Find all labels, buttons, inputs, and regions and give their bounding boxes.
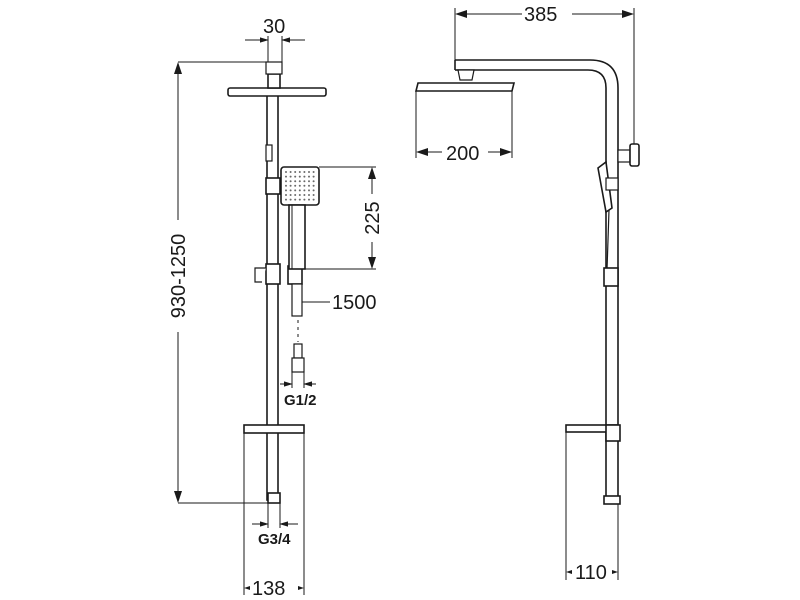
dim-hose-length: 1500 — [302, 292, 377, 314]
dim-inlet-thread: G3/4 — [252, 503, 298, 548]
nozzle-dot — [312, 198, 315, 201]
nozzle-dot — [285, 184, 287, 187]
nozzle-dot — [312, 189, 315, 192]
front-hose-nut-bottom — [293, 343, 303, 359]
side-shower-head — [414, 82, 516, 92]
label-inlet-thread: G3/4 — [258, 531, 291, 548]
nozzle-dot — [312, 194, 315, 196]
dim-hand-shower-height: 225 — [305, 166, 384, 270]
side-knob-stem — [617, 149, 631, 163]
label-top-width: 30 — [263, 16, 285, 38]
nozzle-dot — [303, 171, 306, 173]
side-view — [414, 59, 640, 505]
nozzle-dot — [308, 171, 310, 173]
front-diverter-holder — [265, 263, 281, 285]
nozzle-dot — [303, 189, 306, 192]
nozzle-dot — [298, 175, 301, 178]
nozzle-dot — [308, 198, 310, 201]
dim-total-height: 930-1250 — [166, 61, 268, 504]
label-hose-thread: G1/2 — [284, 392, 317, 409]
dim-head-diameter: 200 — [415, 91, 513, 165]
front-top-nut — [265, 61, 283, 75]
nozzle-dot — [294, 184, 297, 187]
nozzle-dot — [285, 189, 287, 192]
nozzle-dot — [303, 175, 306, 178]
side-bottom-fitting — [603, 495, 621, 505]
front-hand-shower-nozzles — [285, 171, 315, 201]
nozzle-dot — [303, 198, 306, 201]
nozzle-dot — [298, 184, 301, 187]
front-view — [227, 61, 327, 504]
nozzle-dot — [294, 180, 297, 183]
front-diverter-lever — [254, 267, 266, 283]
side-arm-inner — [470, 69, 607, 500]
dim-bottom-width: 138 — [243, 433, 305, 600]
side-knob — [629, 143, 640, 167]
nozzle-dot — [308, 180, 310, 183]
dim-hose-thread: G1/2 — [280, 372, 317, 409]
front-bottom-inlet — [267, 492, 281, 504]
nozzle-dot — [294, 189, 297, 192]
front-shower-head — [227, 87, 327, 97]
nozzle-dot — [298, 180, 301, 183]
nozzle-dot — [289, 198, 292, 201]
nozzle-dot — [298, 198, 301, 201]
nozzle-dot — [294, 171, 297, 173]
nozzle-dot — [312, 171, 315, 173]
nozzle-dot — [303, 180, 306, 183]
nozzle-dot — [289, 194, 292, 196]
front-top-connector — [267, 73, 281, 89]
label-bottom-width: 138 — [252, 578, 285, 600]
label-wall-distance: 110 — [575, 562, 607, 584]
nozzle-dot — [289, 184, 292, 187]
label-total-height: 930-1250 — [168, 234, 190, 319]
side-hose — [606, 209, 610, 271]
nozzle-dot — [289, 171, 292, 173]
nozzle-dot — [294, 175, 297, 178]
dim-wall-distance: 110 — [565, 432, 619, 584]
nozzle-dot — [289, 175, 292, 178]
nozzle-dot — [312, 180, 315, 183]
front-pipe-clip — [265, 144, 273, 162]
nozzle-dot — [285, 180, 287, 183]
nozzle-dot — [285, 171, 287, 173]
front-upper-holder — [265, 177, 281, 195]
label-hose-length: 1500 — [332, 292, 377, 314]
front-hose-end — [291, 357, 305, 373]
nozzle-dot — [312, 175, 315, 178]
dim-top-width: 30 — [245, 16, 305, 62]
dim-arm-reach: 385 — [454, 2, 635, 144]
nozzle-dot — [308, 189, 310, 192]
nozzle-dot — [294, 194, 297, 196]
side-hand-shower-clip — [605, 177, 619, 191]
side-diverter — [603, 267, 619, 287]
nozzle-dot — [285, 198, 287, 201]
side-shelf-holder — [605, 424, 621, 442]
nozzle-dot — [312, 184, 315, 187]
nozzle-dot — [289, 189, 292, 192]
label-head-diameter: 200 — [446, 143, 479, 165]
side-hand-shower — [597, 160, 613, 214]
front-hand-shower-handle — [288, 204, 306, 270]
nozzle-dot — [308, 184, 310, 187]
label-arm-reach: 385 — [524, 4, 557, 26]
nozzle-dot — [289, 180, 292, 183]
nozzle-dot — [298, 194, 301, 196]
side-head-connector — [457, 69, 475, 81]
front-shelf — [243, 424, 305, 434]
nozzle-dot — [298, 189, 301, 192]
nozzle-dot — [303, 184, 306, 187]
nozzle-dot — [285, 194, 287, 196]
nozzle-dot — [308, 194, 310, 196]
label-hand-shower-height: 225 — [362, 201, 384, 234]
nozzle-dot — [308, 175, 310, 178]
nozzle-dot — [303, 194, 306, 196]
front-hose-nut-top — [291, 283, 303, 317]
nozzle-dot — [285, 175, 287, 178]
nozzle-dot — [298, 171, 301, 173]
nozzle-dot — [294, 198, 297, 201]
